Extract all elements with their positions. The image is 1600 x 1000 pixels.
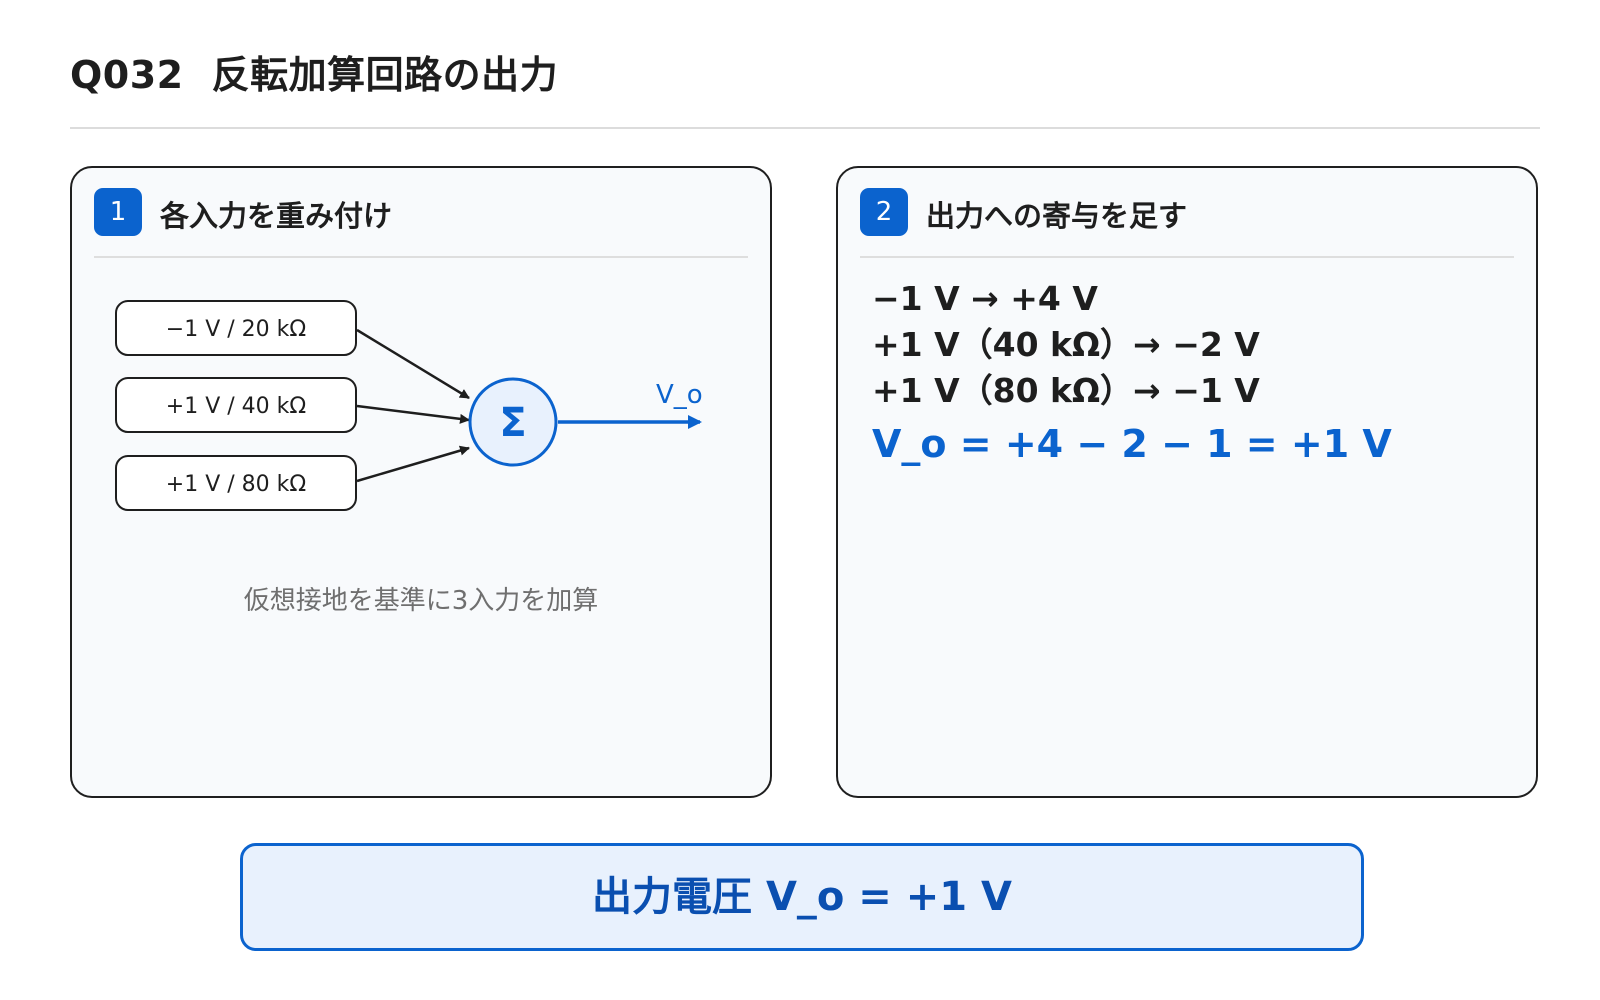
question-id: Q032	[70, 53, 184, 97]
step1-header: 1 各入力を重み付け	[94, 188, 748, 258]
step2-header: 2 出力への寄与を足す	[860, 188, 1514, 258]
input-label-3: +1 V / 80 kΩ	[166, 472, 306, 497]
diagram-note: 仮想接地を基準に3入力を加算	[243, 586, 599, 616]
step1-panel: 1 各入力を重み付け −1 V / 20 kΩ +1 V / 40 kΩ +1 …	[70, 166, 772, 798]
step2-title: 出力への寄与を足す	[926, 199, 1188, 233]
contribution-line-3: +1 V（80 kΩ）→ −1 V	[872, 371, 1260, 410]
input-box-1	[115, 300, 357, 356]
input-arrow-3	[356, 445, 470, 483]
input-arrow-2	[356, 404, 470, 424]
step2-badge: 2	[860, 188, 908, 236]
contribution-list: −1 V → +4 V +1 V（40 kΩ）→ −2 V +1 V（80 kΩ…	[872, 276, 1392, 472]
step1-title: 各入力を重み付け	[160, 199, 393, 233]
sum-result-line: V_o = +4 − 2 − 1 = +1 V	[872, 422, 1392, 466]
input-label-1: −1 V / 20 kΩ	[166, 317, 306, 342]
summer-symbol: Σ	[499, 400, 526, 446]
answer-box: 出力電圧 V_o = +1 V	[240, 843, 1364, 951]
input-box-2	[115, 377, 357, 433]
summing-diagram: −1 V / 20 kΩ +1 V / 40 kΩ +1 V / 80 kΩ Σ…	[115, 300, 703, 511]
step1-badge: 1	[94, 188, 142, 236]
page-title: Q032 反転加算回路の出力	[70, 44, 558, 99]
summer-node	[468, 377, 558, 467]
output-label: V_o	[656, 380, 703, 410]
input-label-2: +1 V / 40 kΩ	[166, 394, 306, 419]
title-divider	[70, 127, 1540, 129]
question-title: 反転加算回路の出力	[211, 53, 559, 97]
input-box-3	[115, 455, 357, 511]
step2-panel: 2 出力への寄与を足す −1 V → +4 V +1 V（40 kΩ）→ −2 …	[836, 166, 1538, 798]
contribution-line-1: −1 V → +4 V	[872, 279, 1098, 318]
contribution-line-2: +1 V（40 kΩ）→ −2 V	[872, 325, 1260, 364]
input-arrow-1	[356, 328, 470, 400]
